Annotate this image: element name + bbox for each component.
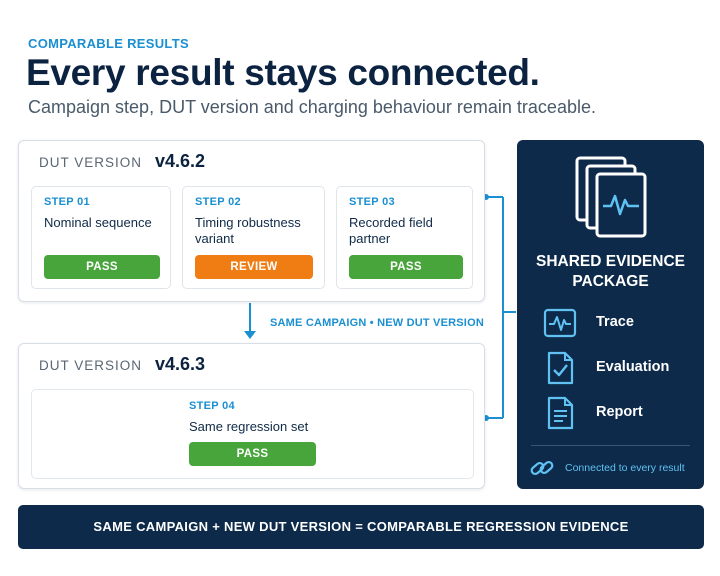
- trace-waveform-icon: [543, 308, 577, 338]
- evidence-title-line-1: SHARED EVIDENCE: [536, 253, 685, 270]
- transition-label: SAME CAMPAIGN • NEW DUT VERSION: [270, 317, 484, 329]
- step-name: Recorded field partner: [349, 215, 433, 246]
- step-name: Same regression set: [189, 419, 309, 434]
- page-title: Every result stays connected.: [26, 52, 540, 93]
- page-subtitle: Campaign step, DUT version and charging …: [28, 97, 596, 117]
- evidence-item-trace[interactable]: Trace: [543, 306, 693, 340]
- step-card-04[interactable]: STEP 04 Same regression set PASS: [31, 389, 474, 479]
- evidence-item-evaluation[interactable]: Evaluation: [543, 351, 693, 385]
- evaluation-check-icon: [547, 351, 574, 385]
- evidence-package-title: SHARED EVIDENCE PACKAGE: [517, 252, 704, 292]
- panel-header: DUT VERSION v4.6.3: [39, 354, 205, 375]
- section-eyebrow: COMPARABLE RESULTS: [28, 36, 189, 51]
- link-chain-icon: [530, 460, 554, 476]
- evidence-title-line-2: PACKAGE: [572, 273, 649, 290]
- step-name: Timing robustness variant: [195, 215, 301, 246]
- step-number: STEP 03: [349, 196, 395, 208]
- evidence-footer: Connected to every result: [529, 456, 699, 480]
- dut-version-label: DUT VERSION: [39, 155, 143, 170]
- dut-version-panel-top: DUT VERSION v4.6.2 STEP 01 Nominal seque…: [18, 140, 485, 302]
- step-number: STEP 04: [189, 400, 235, 412]
- panel-header: DUT VERSION v4.6.2: [39, 151, 205, 172]
- summary-banner: SAME CAMPAIGN + NEW DUT VERSION = COMPAR…: [18, 505, 704, 549]
- step-number: STEP 02: [195, 196, 241, 208]
- dut-version-panel-bottom: DUT VERSION v4.6.3 STEP 04 Same regressi…: [18, 343, 485, 489]
- report-document-icon: [547, 396, 574, 430]
- evidence-divider: [531, 445, 690, 446]
- step-card-02[interactable]: STEP 02 Timing robustness variant REVIEW: [182, 186, 325, 289]
- status-badge-pass: PASS: [189, 442, 316, 466]
- step-number: STEP 01: [44, 196, 90, 208]
- status-badge-pass: PASS: [44, 255, 160, 279]
- evidence-item-label: Report: [596, 404, 643, 420]
- status-badge-pass: PASS: [349, 255, 463, 279]
- documents-stack-icon: [575, 156, 647, 238]
- dut-version-value: v4.6.2: [155, 151, 206, 171]
- evidence-footer-text: Connected to every result: [565, 462, 685, 474]
- step-name: Nominal sequence: [44, 215, 152, 230]
- evidence-item-report[interactable]: Report: [543, 396, 693, 430]
- shared-evidence-package-panel: SHARED EVIDENCE PACKAGE Trace Evaluation…: [517, 140, 704, 489]
- step-card-03[interactable]: STEP 03 Recorded field partner PASS: [336, 186, 473, 289]
- evidence-item-label: Trace: [596, 314, 634, 330]
- evidence-item-label: Evaluation: [596, 359, 670, 375]
- dut-version-label: DUT VERSION: [39, 358, 143, 373]
- step-card-01[interactable]: STEP 01 Nominal sequence PASS: [31, 186, 171, 289]
- dut-version-value: v4.6.3: [155, 354, 206, 374]
- status-badge-review: REVIEW: [195, 255, 313, 279]
